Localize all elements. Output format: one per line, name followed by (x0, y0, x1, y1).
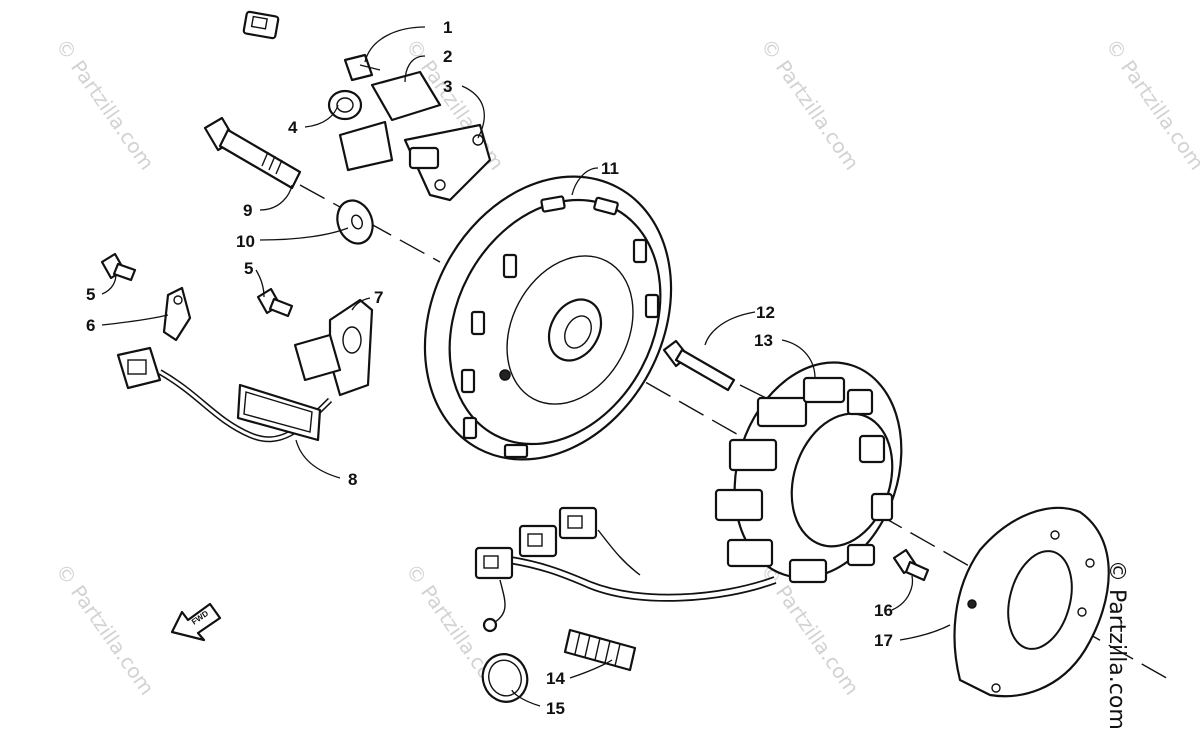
callout-3: 3 (443, 77, 452, 96)
callout-5-middle: 5 (244, 259, 253, 278)
callout-14: 14 (546, 669, 565, 688)
stator-harness (474, 506, 777, 633)
callout-7: 7 (374, 288, 383, 307)
flywheel (423, 175, 673, 461)
callout-5-left: 5 (86, 285, 95, 304)
copyright-text: © Partzilla.com (1104, 560, 1129, 730)
callout-labels: 1 2 3 4 5 5 6 7 8 9 10 11 12 13 14 15 16… (86, 18, 893, 718)
plate-bolt (892, 548, 930, 582)
callout-17: 17 (874, 631, 893, 650)
mounting-plate (953, 506, 1110, 698)
stator (714, 361, 903, 584)
watermark-3: © Partzilla.com (756, 34, 864, 174)
callout-15: 15 (546, 699, 565, 718)
stator-bolt (662, 339, 736, 392)
callout-9: 9 (243, 201, 252, 220)
wire-sleeve (563, 628, 637, 672)
callout-11: 11 (601, 159, 619, 178)
sensor-bolt (256, 287, 294, 318)
callout-12: 12 (756, 303, 775, 322)
callout-8: 8 (348, 470, 357, 489)
callout-13: 13 (754, 331, 773, 350)
callout-10: 10 (236, 232, 255, 251)
fwd-arrow-icon: FWD (170, 602, 222, 642)
watermark-4: © Partzilla.com (1101, 34, 1200, 174)
circlip (481, 653, 529, 703)
washer (336, 199, 374, 245)
callout-2: 2 (443, 47, 452, 66)
watermark-1: © Partzilla.com (51, 34, 159, 174)
leader-lines (101, 26, 951, 707)
callout-6: 6 (86, 316, 95, 335)
pickup-sensor-assembly (242, 10, 492, 202)
callout-1: 1 (443, 18, 452, 37)
watermark-5: © Partzilla.com (51, 559, 159, 699)
wire-clip (162, 286, 192, 342)
clip-bolt-left (100, 252, 137, 282)
flywheel-bolt (203, 116, 302, 190)
callout-4: 4 (288, 118, 298, 137)
secondary-sensor (116, 298, 374, 443)
callout-16: 16 (874, 601, 893, 620)
